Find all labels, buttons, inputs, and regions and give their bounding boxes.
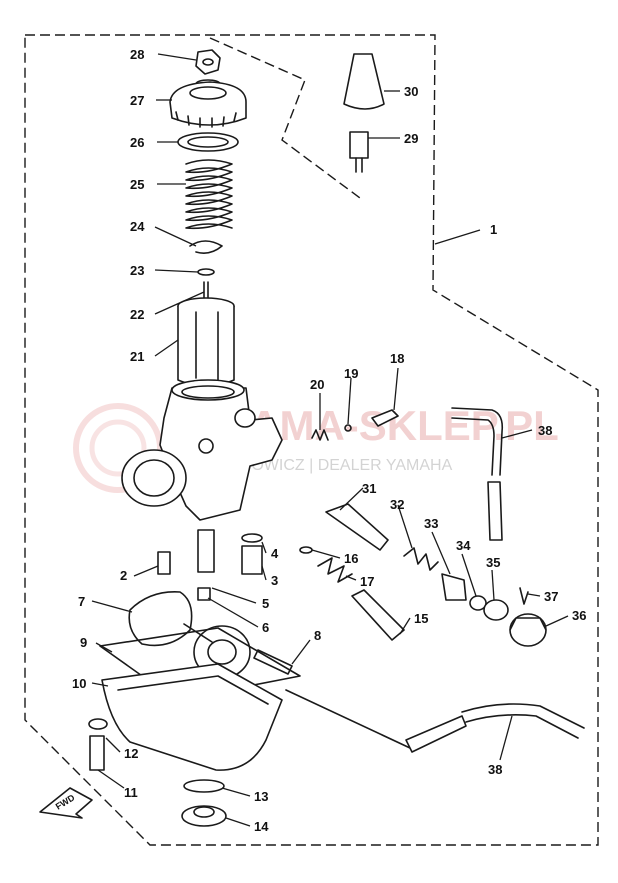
label-19: 19 <box>344 366 358 381</box>
label-14: 14 <box>254 819 269 834</box>
label-18: 18 <box>390 351 404 366</box>
part-25-spring <box>185 159 233 230</box>
label-24: 24 <box>130 219 145 234</box>
label-34: 34 <box>456 538 471 553</box>
part-12-washer <box>88 718 108 730</box>
part-30-boot <box>343 53 385 110</box>
label-8: 8 <box>314 628 321 643</box>
label-3: 3 <box>271 573 278 588</box>
label-11: 11 <box>124 785 138 800</box>
part-19-ring <box>344 424 352 432</box>
part-8-pin <box>253 649 293 675</box>
label-7: 7 <box>78 594 85 609</box>
part-33-nut <box>441 573 467 601</box>
label-15: 15 <box>414 611 428 626</box>
label-1: 1 <box>490 222 497 237</box>
label-5: 5 <box>262 596 269 611</box>
label-38-upper: 38 <box>538 423 552 438</box>
part-18-screw <box>371 409 399 427</box>
label-20: 20 <box>310 377 324 392</box>
part-24-clip <box>189 240 223 254</box>
assembly-boundary <box>24 34 599 846</box>
part-5-needle-jet <box>197 529 215 573</box>
part-15-screw <box>351 589 405 641</box>
watermark-logo-icon <box>73 403 163 493</box>
part-29-adjuster <box>349 131 369 159</box>
label-2: 2 <box>120 568 127 583</box>
part-37-pin <box>519 587 529 605</box>
part-29-thread <box>355 157 363 173</box>
label-25: 25 <box>130 177 144 192</box>
label-30: 30 <box>404 84 418 99</box>
label-12: 12 <box>124 746 138 761</box>
label-27: 27 <box>130 93 144 108</box>
part-38-tube-lower <box>487 481 503 541</box>
part-20-spring <box>311 429 329 441</box>
label-22: 22 <box>130 307 144 322</box>
part-14-plug <box>181 805 227 827</box>
label-13: 13 <box>254 789 268 804</box>
part-23-ring <box>197 268 215 276</box>
label-23: 23 <box>130 263 144 278</box>
label-9: 9 <box>80 635 87 650</box>
part-16-ring <box>299 546 313 554</box>
label-17: 17 <box>360 574 374 589</box>
label-36: 36 <box>572 608 586 623</box>
part-4-washer <box>241 533 263 543</box>
label-26: 26 <box>130 135 144 150</box>
part-27-cap <box>169 81 247 128</box>
carburetor-body <box>121 379 283 521</box>
part-2-jet <box>157 551 171 575</box>
label-16: 16 <box>344 551 358 566</box>
label-33: 33 <box>424 516 438 531</box>
label-32: 32 <box>390 497 404 512</box>
part-36-knob <box>509 613 547 647</box>
label-4: 4 <box>271 546 279 561</box>
label-29: 29 <box>404 131 418 146</box>
part-labels: 1 2 3 4 5 6 7 8 9 10 11 12 13 14 15 16 1… <box>72 47 586 834</box>
label-10: 10 <box>72 676 86 691</box>
part-26-gasket <box>177 132 239 152</box>
label-28: 28 <box>130 47 144 62</box>
cable-adjuster-boundary <box>209 37 361 199</box>
label-21: 21 <box>130 349 144 364</box>
part-3-jet <box>241 545 263 575</box>
leader-lines <box>91 53 569 827</box>
part-38-tube-top <box>451 407 504 476</box>
part-38-drain-tube <box>285 689 585 753</box>
part-10-float-bowl <box>101 663 283 771</box>
part-35-cap <box>483 599 509 621</box>
part-17-spring <box>317 557 353 583</box>
part-11-screw <box>89 735 105 771</box>
label-31: 31 <box>362 481 376 496</box>
label-6: 6 <box>262 620 269 635</box>
part-6-main-jet <box>197 587 211 601</box>
part-31-plunger <box>325 503 389 551</box>
part-32-spring <box>403 547 439 571</box>
label-35: 35 <box>486 555 500 570</box>
fwd-arrow-icon: FWD <box>39 787 93 819</box>
label-37: 37 <box>544 589 558 604</box>
part-13-gasket <box>183 779 225 793</box>
part-34-ring <box>469 595 487 611</box>
part-7-floats <box>128 591 251 679</box>
part-21-slide <box>177 297 235 387</box>
label-38-lower: 38 <box>488 762 502 777</box>
